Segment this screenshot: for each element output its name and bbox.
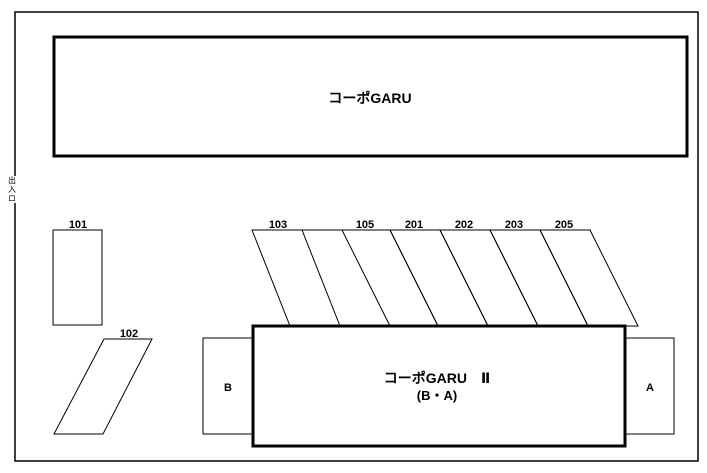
parking-space-202-label: 202	[455, 219, 473, 231]
parking-space-103-label: 103	[269, 219, 287, 231]
parking-space-203-label: 203	[505, 219, 523, 231]
parking-space-105-label: 105	[356, 219, 374, 231]
building-garu-2	[251, 324, 627, 448]
parking-space-205-label: 205	[555, 219, 573, 231]
parking-space-205[interactable]	[539, 229, 639, 327]
parking-space-103[interactable]	[251, 229, 341, 327]
parking-space-105[interactable]	[341, 229, 439, 327]
parking-space-201-label: 201	[405, 219, 423, 231]
parking-space-201[interactable]	[389, 229, 489, 327]
entrance-label: 出 入 ロ	[6, 176, 18, 203]
parking-space-102[interactable]	[53, 338, 153, 435]
building-garu	[52, 35, 689, 158]
unit-a-label: A	[646, 382, 654, 394]
parking-space-203[interactable]	[489, 229, 589, 327]
parking-space-202[interactable]	[439, 229, 539, 327]
building-garu-2-label: コーポGARU Ⅱ	[384, 370, 490, 386]
building-garu-2-subtitle: (B・A)	[417, 388, 457, 403]
unit-b-label: B	[224, 382, 232, 394]
building-garu-label: コーポGARU	[328, 90, 411, 106]
parking-space-101-label: 101	[69, 219, 87, 231]
parking-space-102-label: 102	[120, 328, 138, 340]
site-boundary	[14, 11, 699, 462]
parking-space-101[interactable]	[52, 229, 103, 326]
